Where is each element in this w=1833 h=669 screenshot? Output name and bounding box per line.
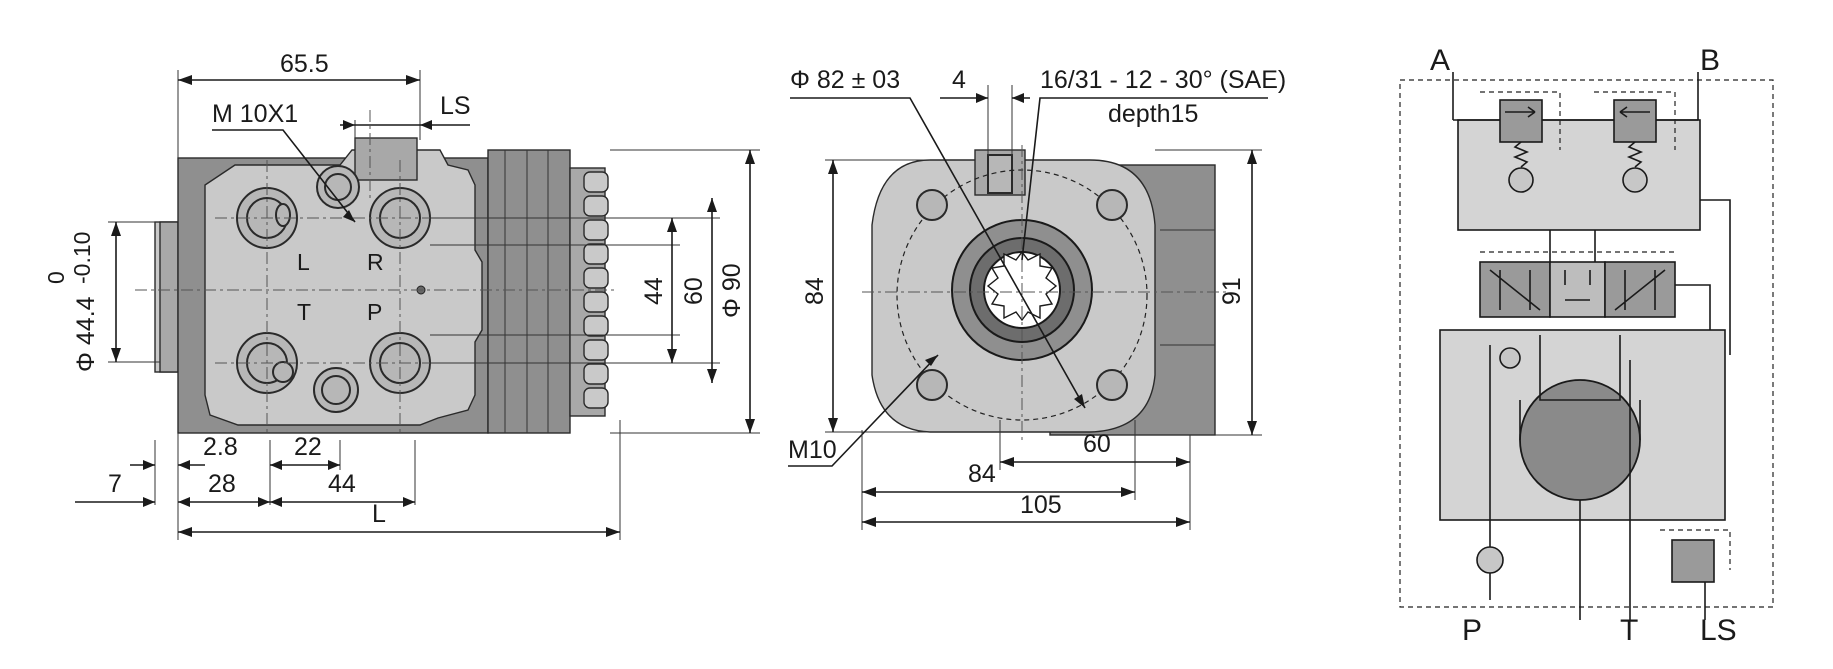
metering-pump [1519,379,1641,501]
port-R-label: R [367,249,384,275]
dim-44-horizontal: 44 [328,470,356,498]
inner-check-valve [1499,347,1521,369]
port-A: A [1430,44,1450,77]
dim-L: L [372,500,386,528]
side-view: L R T P 65.5 M 10X1 LS Φ 44.4 0 -0.10 [43,50,760,540]
spline-depth: depth15 [1108,100,1198,128]
relief-block [1457,119,1701,231]
relief-valve-B [1613,99,1657,143]
check-valve-A [1508,167,1534,193]
directional-valve [1479,251,1676,318]
thread-callout: M 10X1 [212,100,298,128]
port-T-label: T [297,299,311,325]
dim-91: 91 [1218,277,1246,305]
ls-label: LS [440,92,471,120]
bolt-holes [916,189,1128,401]
dim-4: 4 [952,66,966,94]
hydraulic-schematic: A B P T LS [1399,44,1774,647]
front-view: Φ 82 ± 03 4 16/31 - 12 - 30° (SAE) depth… [788,66,1286,530]
dim-phi90: Φ 90 [718,263,746,318]
dim-60: 60 [1083,430,1111,458]
relief-valve-A [1499,99,1543,143]
dim-pilot-diameter: Φ 44.4 [72,296,100,372]
dim-phi82: Φ 82 ± 03 [790,66,900,94]
gerotor-section [487,149,571,434]
dim-7: 7 [108,470,122,498]
dim-28: 28 [208,470,236,498]
dim-84-horizontal: 84 [968,460,996,488]
ls-boss [354,137,418,181]
port-P-label: P [367,299,382,325]
check-valve-B [1622,167,1648,193]
port-T-schematic: T [1620,614,1638,647]
port-LS-schematic: LS [1700,614,1737,647]
port-B: B [1700,44,1720,77]
bolt-heads [583,171,609,409]
dim-22: 22 [294,433,322,461]
dim-pilot-tol-lower: -0.10 [69,232,95,284]
dim-44-vertical: 44 [640,277,668,305]
dim-pilot-tol-upper: 0 [43,271,69,284]
dim-105: 105 [1020,491,1062,519]
dim-2-8: 2.8 [203,433,238,461]
bolt-thread: M10 [788,436,837,464]
dim-60-vertical: 60 [680,277,708,305]
inlet-check-valve [1476,546,1504,574]
dim-top-width: 65.5 [280,50,329,78]
port-L-label: L [297,249,310,275]
ls-valve [1671,539,1715,583]
spline-spec: 16/31 - 12 - 30° (SAE) [1040,66,1286,94]
dim-84-vertical: 84 [801,277,829,305]
port-P-schematic: P [1462,614,1482,647]
